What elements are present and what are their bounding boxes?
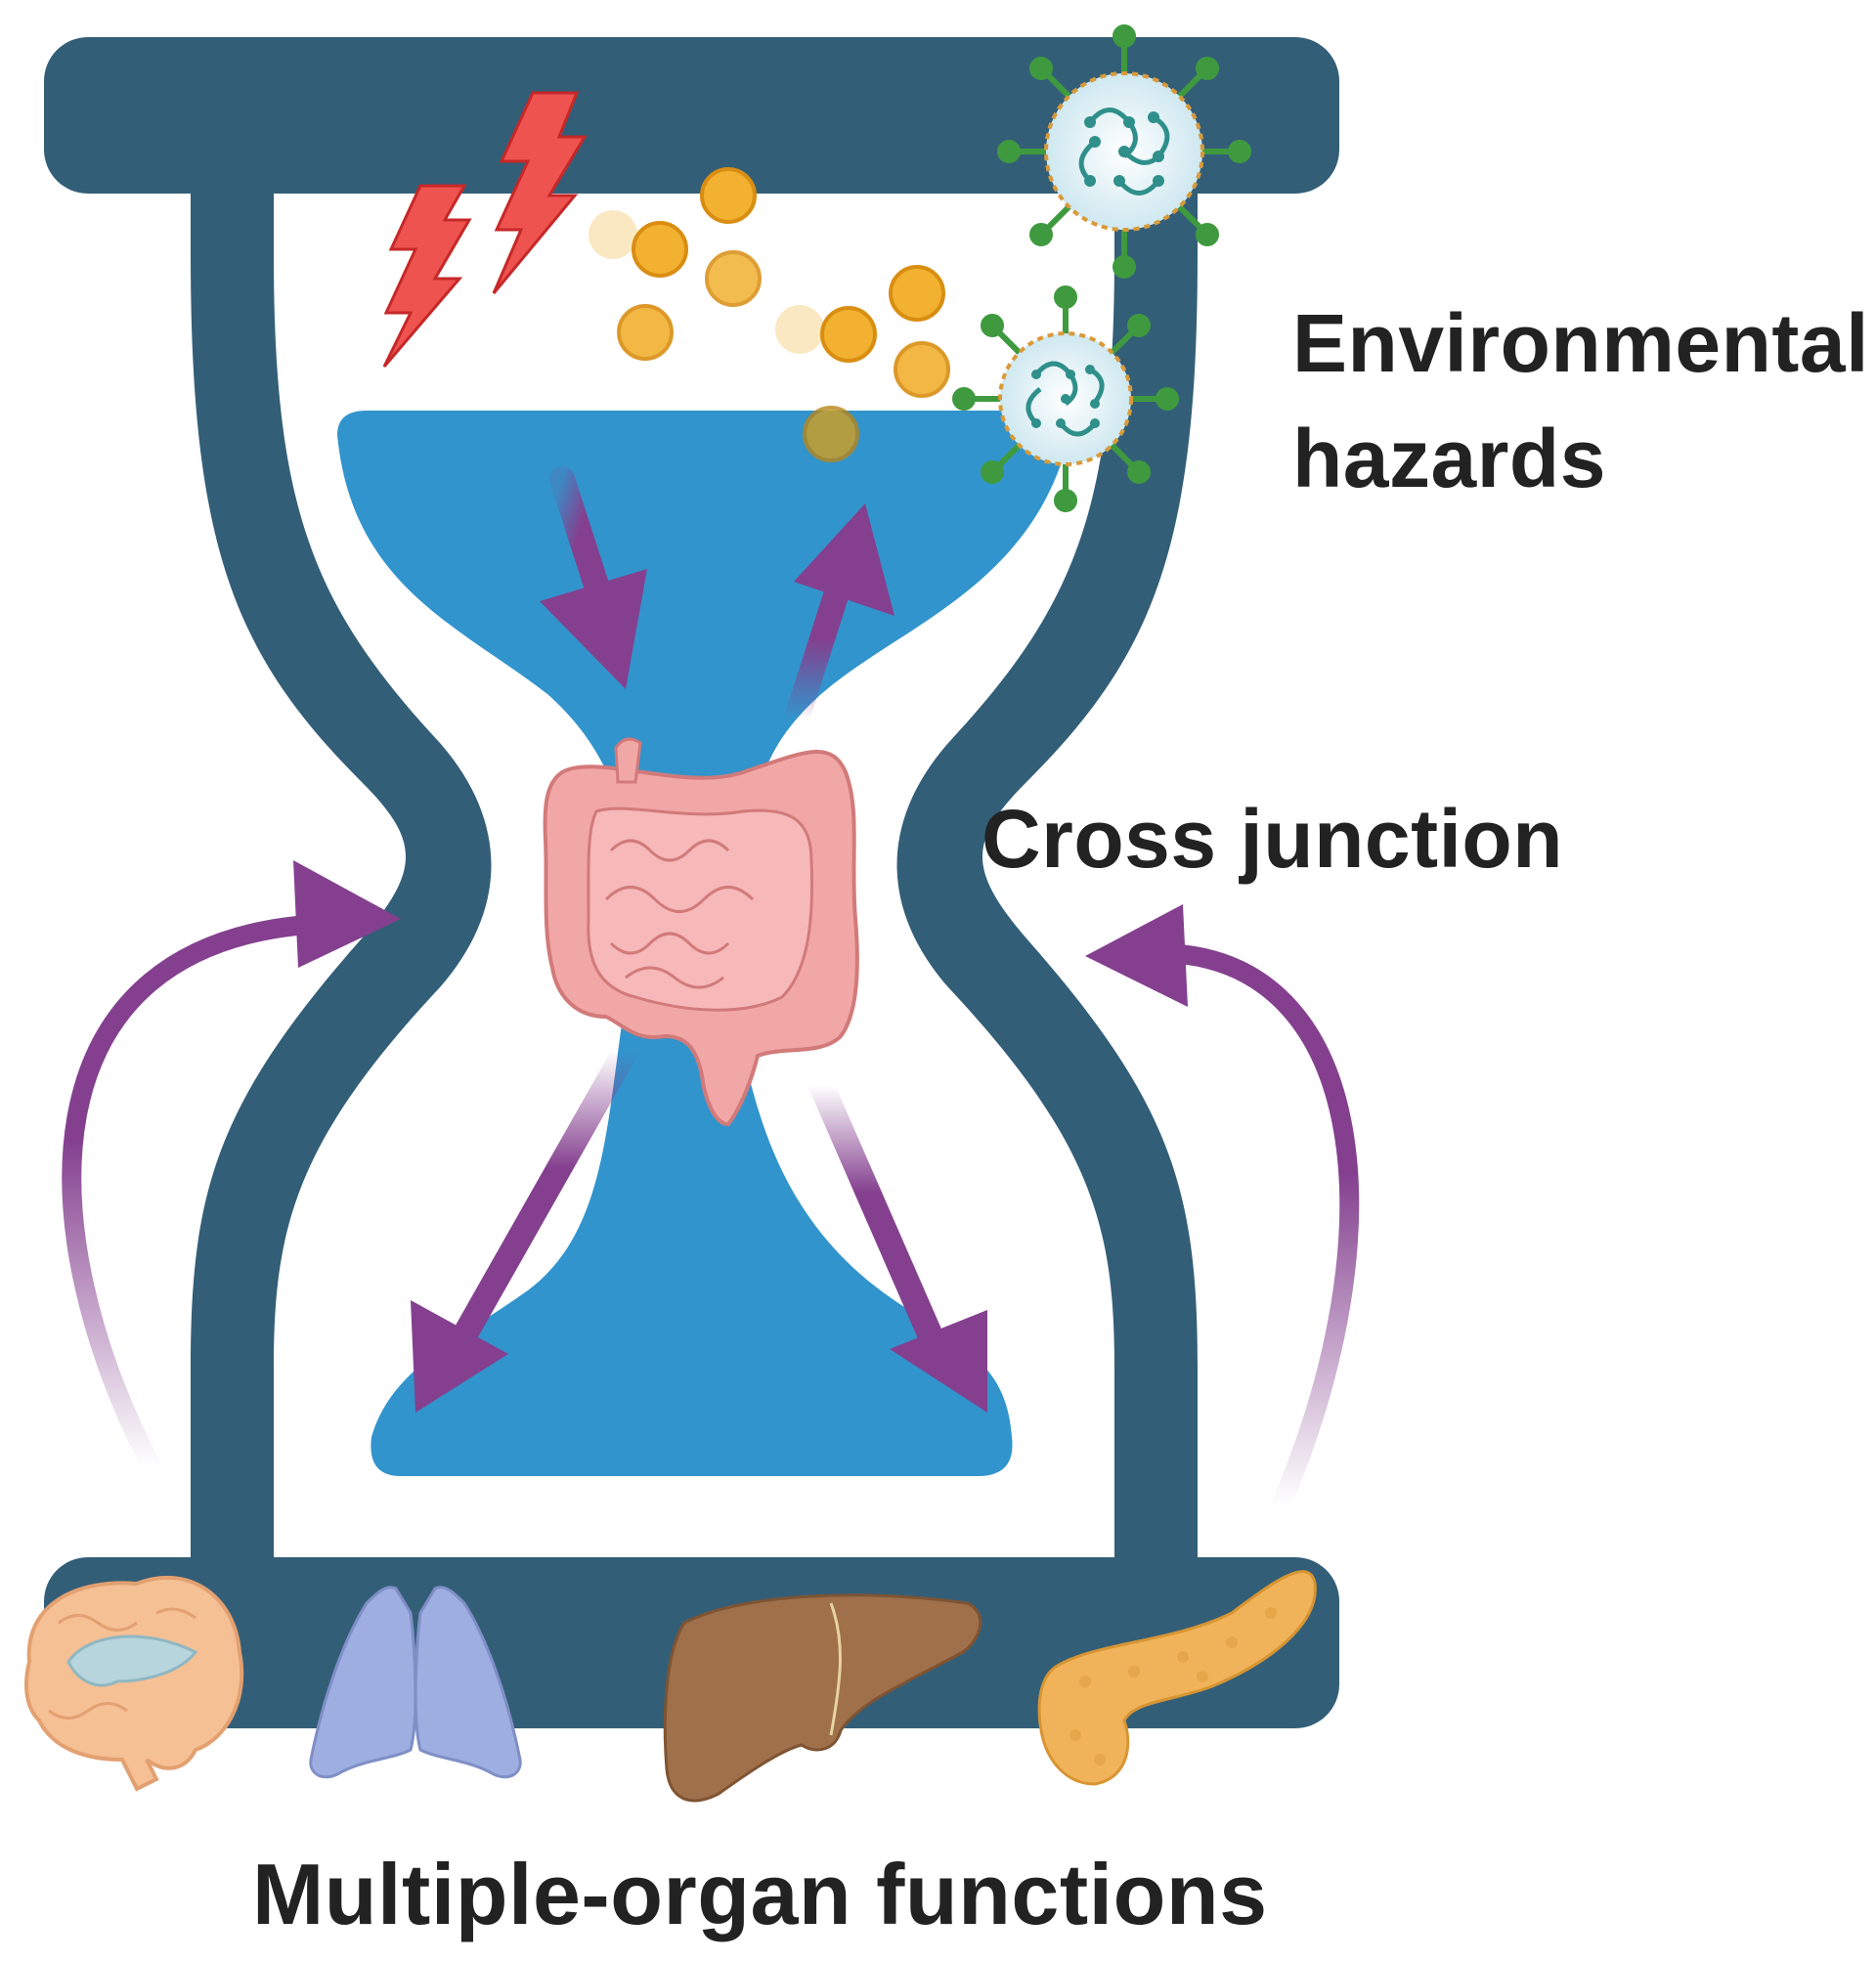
- particle-icon: [589, 167, 950, 462]
- lightning-bolt-icon: [382, 91, 588, 368]
- virus-icon: [952, 24, 1251, 512]
- top-sand: [337, 411, 1072, 811]
- environmental-hazards-line2: hazards: [1292, 413, 1606, 504]
- sand: [337, 411, 1072, 1476]
- brain-icon: [24, 1575, 244, 1792]
- hourglass-left-wall: [191, 176, 492, 1574]
- environmental-hazards-label: Environmental hazards: [1292, 285, 1869, 516]
- arrow-right-curve-head: [1085, 904, 1188, 1007]
- arrow-left-curve-head: [293, 860, 401, 968]
- arrow-in-head: [540, 569, 647, 689]
- arrow-down-left-head: [411, 1300, 508, 1413]
- arrow-icon: [62, 466, 1360, 1515]
- lungs-icon: [309, 1586, 522, 1779]
- bottom-sand: [371, 997, 1013, 1476]
- arrow-down-left-shaft: [447, 1038, 638, 1357]
- arrow-out-shaft: [784, 574, 851, 731]
- arrow-down-right-shaft: [808, 1072, 951, 1367]
- arrow-left-curve: [62, 914, 332, 1476]
- arrow-down-right-head: [890, 1310, 987, 1413]
- cross-junction-label: Cross junction: [982, 793, 1564, 885]
- pancreas-icon: [1037, 1570, 1317, 1786]
- intestine-icon: [543, 737, 859, 1127]
- multiple-organ-functions-label: Multiple-organ functions: [252, 1846, 1268, 1942]
- arrow-out-head: [794, 503, 894, 616]
- hourglass-right-wall: [896, 176, 1198, 1574]
- environmental-hazards-line1: Environmental: [1292, 297, 1869, 389]
- liver-icon: [663, 1593, 982, 1803]
- arrow-right-curve: [1154, 943, 1360, 1515]
